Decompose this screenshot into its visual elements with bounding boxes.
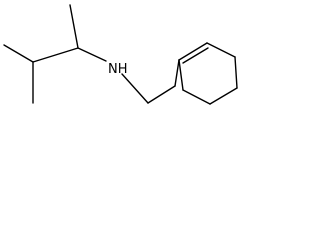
bond-ch-isopropyl [32, 47, 79, 63]
ring-bond-4 [209, 87, 238, 105]
ring-bond-1-double [182, 47, 209, 64]
ring-bond-5 [182, 89, 211, 105]
bond-ch2-ch2 [147, 85, 176, 104]
bond-ch-n [77, 47, 107, 62]
bond-ch2-ring [174, 59, 180, 87]
ring-bond-2 [206, 42, 236, 58]
ring-bond-3 [234, 56, 238, 89]
bond-n-ch2 [121, 73, 149, 104]
bonds [3, 4, 238, 105]
atom-label-n: NH [108, 62, 128, 77]
bond-isopropyl-methyl-left [3, 44, 34, 63]
bond-methyl-top [69, 4, 79, 49]
molecule-structure: NH [3, 4, 238, 105]
ring-bond-1 [178, 42, 208, 61]
ring-bond-6 [178, 59, 184, 91]
